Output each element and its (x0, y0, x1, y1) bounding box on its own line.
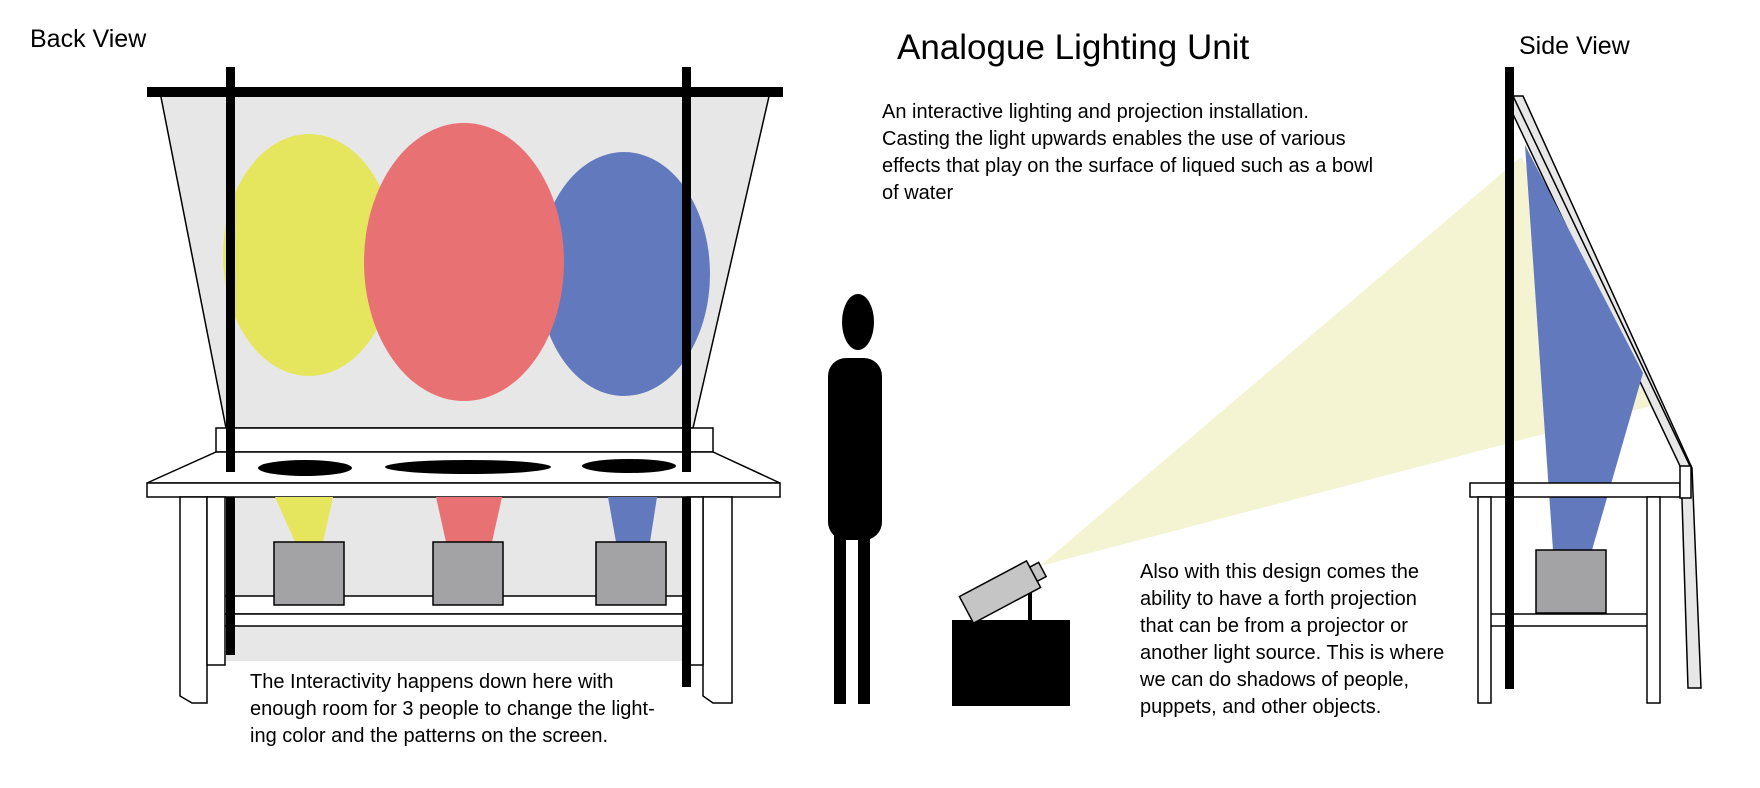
red-beam (436, 497, 502, 542)
projector-base-box (952, 620, 1070, 706)
intro-description: An interactive lighting and projection i… (882, 99, 1373, 207)
blue-beam (608, 497, 657, 542)
person-silhouette (828, 294, 882, 704)
blue-light-circle (538, 152, 710, 396)
projection-text-line: we can do shadows of people, (1140, 669, 1410, 691)
back-view-label: Back View (30, 25, 147, 53)
side-screen (1510, 95, 1702, 689)
interactivity-text-line: The Interactivity happens down here with (250, 671, 614, 693)
side-lamp-box (1535, 549, 1607, 614)
projector-lens (1028, 561, 1048, 583)
projector-body (958, 559, 1048, 625)
pole-right-lower (682, 497, 691, 687)
pole-left-lower (226, 497, 235, 655)
interactivity-description: The Interactivity happens down here with… (250, 669, 655, 750)
table-rim (215, 427, 714, 453)
tabletop-edge (146, 482, 781, 498)
intro-text-line: of water (882, 182, 954, 204)
water-bowl-right (582, 459, 676, 473)
lamp-box-red (432, 541, 504, 606)
projection-text-line: puppets, and other objects. (1140, 696, 1382, 718)
side-leg-left (1477, 496, 1492, 704)
side-screen-clip (1679, 465, 1692, 499)
pole-left (226, 67, 235, 472)
side-view-label: Side View (1519, 32, 1631, 60)
person-torso (828, 358, 882, 540)
table-leg-outer-right (702, 496, 733, 704)
shelf-lower (207, 613, 703, 627)
interactivity-text-line: enough room for 3 people to change the l… (250, 698, 655, 720)
side-screen-edge (1512, 95, 1691, 467)
side-leg-right (1646, 496, 1661, 704)
intro-text-line: effects that play on the surface of liqu… (882, 155, 1374, 177)
projector-stand (1028, 590, 1032, 622)
projection-description: Also with this design comes the ability t… (1140, 559, 1444, 721)
table-leg-outer-left (179, 496, 208, 704)
person-leg-left (834, 520, 846, 704)
lamp-box-blue (595, 541, 667, 606)
side-view: Side View (1469, 32, 1702, 704)
water-bowl-center (385, 460, 551, 474)
intro-text-line: An interactive lighting and projection i… (882, 101, 1309, 123)
yellow-light-circle (223, 134, 395, 376)
projection-text-line: that can be from a projector or (1140, 615, 1408, 637)
projection-text-line: ability to have a forth projection (1140, 588, 1417, 610)
projection-text-line: Also with this design comes the (1140, 561, 1420, 583)
red-light-circle (364, 123, 564, 401)
table-leg-inner-left (206, 496, 226, 666)
side-tabletop (1469, 482, 1681, 498)
back-view: Back View (30, 25, 783, 704)
page-title: Analogue Lighting Unit (897, 28, 1249, 67)
side-blue-beam (1525, 145, 1643, 550)
top-bar (147, 87, 783, 97)
side-pole (1505, 67, 1514, 689)
pole-right (682, 67, 691, 472)
projection-text-line: another light source. This is where (1140, 642, 1445, 664)
person-leg-right (858, 520, 870, 704)
lamp-box-yellow (273, 541, 345, 606)
water-bowl-left (258, 460, 352, 476)
yellow-beam (275, 497, 333, 542)
interactivity-text-line: ing color and the patterns on the screen… (250, 725, 609, 747)
intro-text-line: Casting the light upwards enables the us… (882, 128, 1346, 150)
person-head (842, 294, 874, 350)
